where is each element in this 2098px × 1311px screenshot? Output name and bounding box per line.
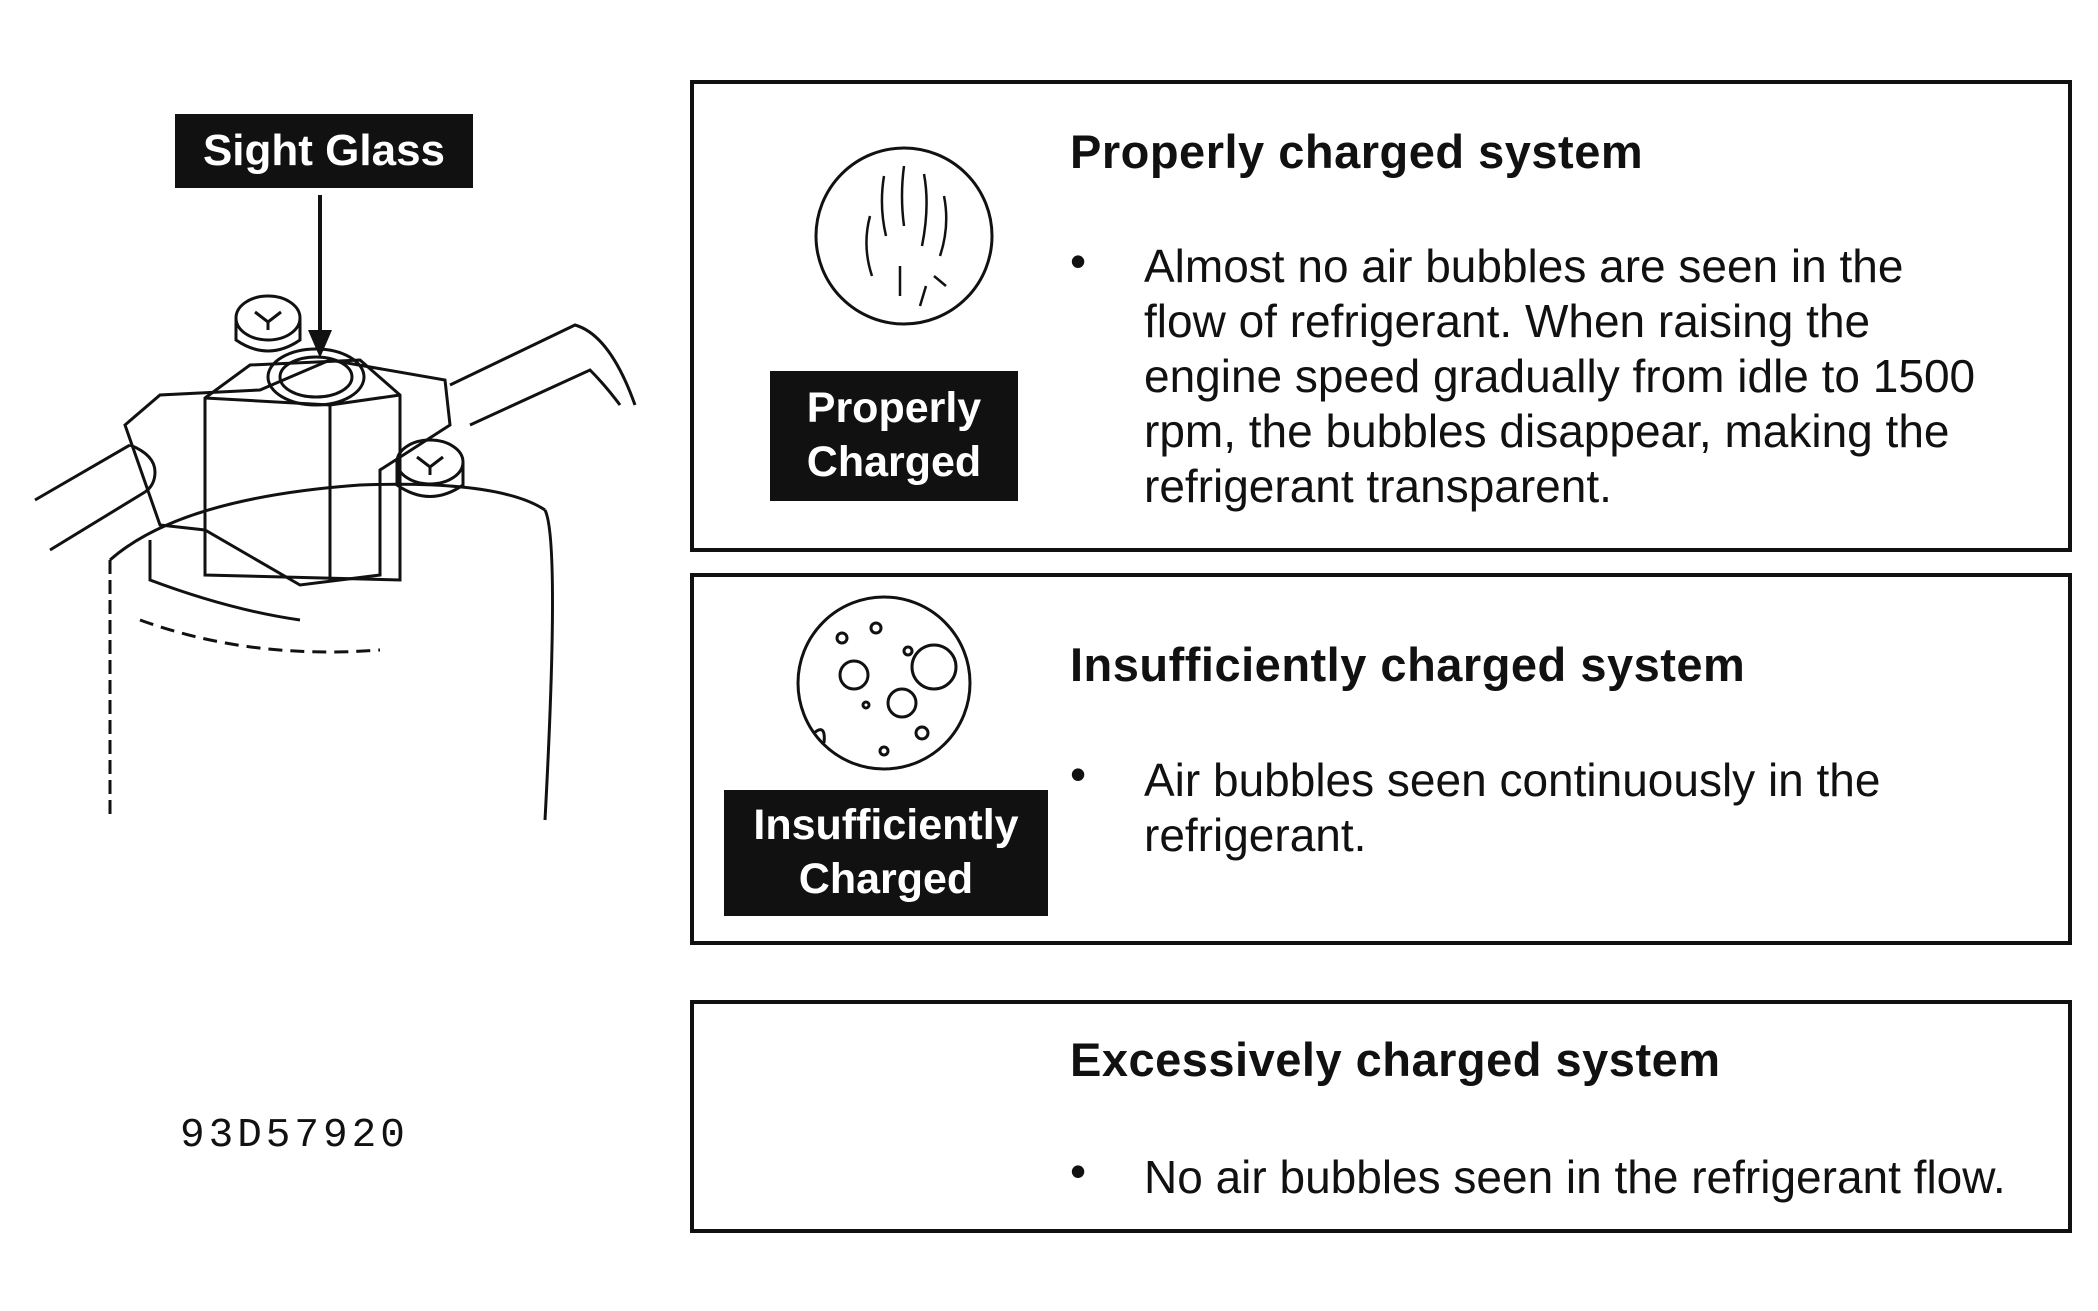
panel-title: Insufficiently charged system: [1070, 638, 1746, 691]
text-line: rpm, the bubbles disappear, making the: [1144, 405, 1950, 457]
bullet: •: [1070, 1145, 1087, 1197]
bullet: •: [1070, 748, 1087, 800]
excessively-charged-panel: Excessively charged system • No air bubb…: [690, 1000, 2072, 1233]
panel-description: No air bubbles seen in the refrigerant f…: [1144, 1150, 2064, 1205]
text-line: engine speed gradually from idle to 1500: [1144, 350, 1976, 402]
sight-glass-bubbles-icon: [796, 595, 972, 771]
text-line: No air bubbles seen in the refrigerant f…: [1144, 1151, 2006, 1203]
badge-line: Properly: [806, 384, 982, 432]
panel-description: Almost no air bubbles are seen in the fl…: [1144, 239, 2054, 514]
panel-title: Properly charged system: [1070, 125, 1644, 178]
panel-description: Air bubbles seen continuously in the ref…: [1144, 753, 2044, 863]
sight-glass-clear-icon: [814, 146, 994, 326]
insufficiently-charged-badge: Insufficiently Charged: [724, 790, 1048, 916]
text-line: flow of refrigerant. When raising the: [1144, 295, 1871, 347]
text-line: Almost no air bubbles are seen in the: [1144, 240, 1904, 292]
text-line: refrigerant transparent.: [1144, 460, 1612, 512]
badge-line: Charged: [806, 438, 982, 486]
properly-charged-panel: Properly Charged Properly charged system…: [690, 80, 2072, 552]
properly-charged-badge: Properly Charged: [770, 371, 1018, 501]
sight-glass-label: Sight Glass: [175, 114, 473, 188]
badge-line: Insufficiently: [753, 801, 1019, 849]
badge-line: Charged: [798, 855, 974, 903]
receiver-drier-illustration: [34, 195, 637, 821]
bullet: •: [1070, 235, 1087, 287]
insufficiently-charged-panel: Insufficiently Charged Insufficiently ch…: [690, 573, 2072, 945]
figure-code: 93D57920: [180, 1113, 409, 1159]
text-line: Air bubbles seen continuously in the: [1144, 754, 1881, 806]
text-line: refrigerant.: [1144, 809, 1367, 861]
panel-title: Excessively charged system: [1070, 1033, 1721, 1086]
